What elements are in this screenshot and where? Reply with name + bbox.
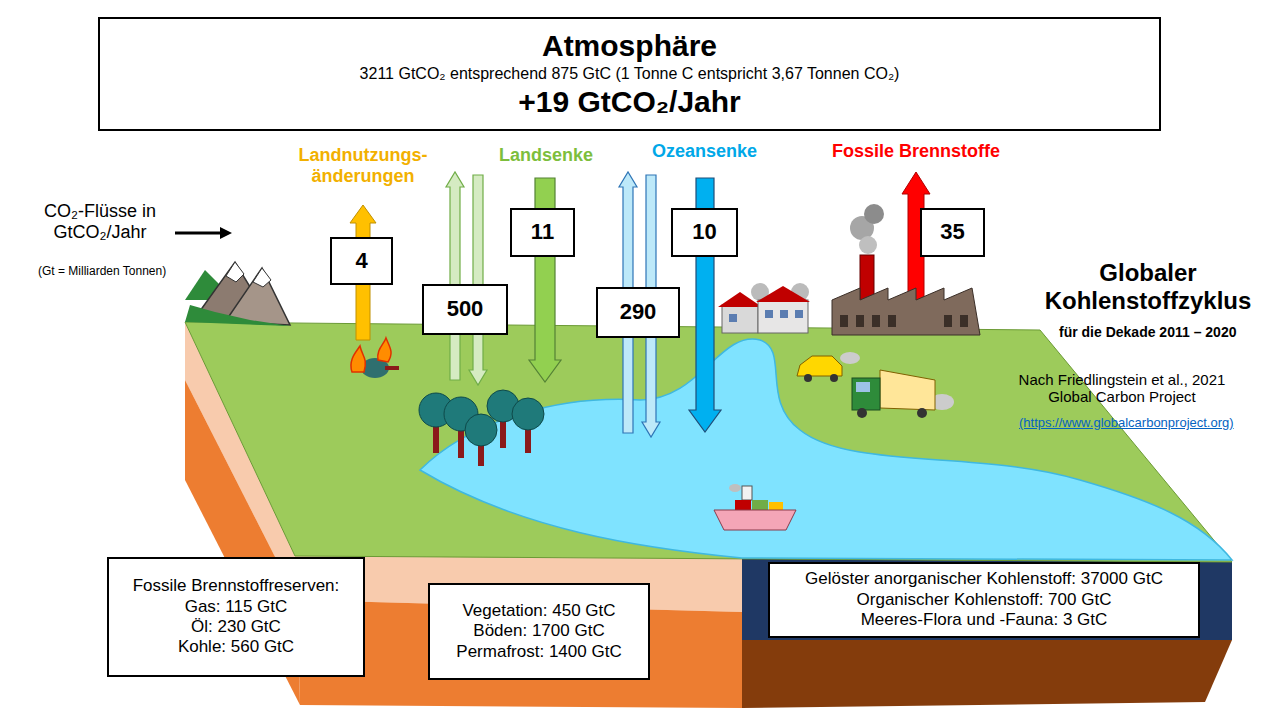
factory-part: [960, 315, 968, 327]
arrows-part: [220, 227, 232, 239]
truck-part: [856, 382, 870, 392]
flux-category: Fossile Brennstoffe: [832, 141, 1000, 162]
flux-category: Landsenke: [499, 145, 593, 166]
box-text: Fossile Brennstoffreserven:: [133, 576, 340, 596]
car-part: [797, 356, 842, 376]
ship-part: [769, 502, 783, 510]
ship-part: [714, 510, 796, 530]
box-text: Öl: 230 GtC: [191, 617, 281, 637]
reservoir-box: Vegetation: 450 GtCBöden: 1700 GtCPermaf…: [428, 583, 650, 680]
box-text: Organischer Kohlenstoff: 700 GtC: [857, 590, 1112, 610]
box-text: 4: [355, 248, 367, 274]
car-part: [840, 352, 860, 364]
ground-block-part: [742, 640, 1232, 708]
units-note: CO₂-Flüsse in GtCO₂/Jahr: [25, 201, 175, 242]
trees-part: [458, 428, 464, 458]
factory-part: [840, 315, 848, 327]
flux-value-box: 35: [920, 208, 985, 257]
truck: [852, 370, 954, 418]
factory: [832, 204, 980, 335]
fire-part: [385, 366, 399, 370]
truck-part: [852, 378, 880, 410]
houses-part: [780, 310, 788, 318]
truck-part: [880, 370, 935, 410]
ship: [714, 484, 796, 530]
ship-part: [752, 500, 768, 510]
box-text: Atmosphäre: [542, 28, 717, 64]
ship-part: [742, 486, 752, 500]
fire-part: [378, 338, 391, 362]
box-text: +19 GtCO₂/Jahr: [518, 84, 741, 120]
atmosphere-box: Atmosphäre3211 GtCO₂ entsprechend 875 Gt…: [98, 17, 1161, 131]
car: [797, 352, 860, 382]
box-text: 500: [447, 296, 484, 322]
mountains-part: [253, 268, 271, 287]
box-text: Böden: 1700 GtC: [473, 621, 604, 641]
flux-category: Ozeansenke: [652, 141, 757, 162]
houses-part: [765, 310, 773, 318]
trees-part: [512, 398, 544, 430]
trees-part: [500, 420, 506, 448]
houses-part: [756, 286, 810, 302]
houses-part: [729, 314, 737, 322]
factory-part: [859, 236, 877, 254]
period-note: für die Dekade 2011 – 2020: [1059, 324, 1236, 340]
factory-part: [944, 315, 952, 327]
mountains-part: [185, 305, 290, 326]
trees: [419, 390, 544, 466]
box-text: Meeres-Flora und -Fauna: 3 GtC: [861, 610, 1108, 630]
box-text: 3211 GtCO₂ entsprechend 875 GtC (1 Tonne…: [360, 64, 900, 83]
reservoir-box: Fossile Brennstoffreserven:Gas: 115 GtCÖ…: [107, 557, 365, 677]
truck-part: [857, 408, 867, 418]
houses-part: [718, 292, 762, 307]
car-part: [830, 374, 838, 382]
box-text: Vegetation: 450 GtC: [462, 601, 615, 621]
fire: [351, 338, 399, 378]
flux-category: Landnutzungs- änderungen: [288, 145, 438, 186]
arrows: [175, 172, 930, 437]
flux-value-box: 500: [422, 284, 508, 335]
ship-part: [729, 484, 741, 492]
box-text: 11: [531, 219, 554, 245]
houses-part: [795, 310, 803, 318]
diagram-title: Globaler Kohlenstoffzyklus: [1028, 259, 1268, 314]
houses-part: [722, 305, 758, 333]
arrows-part: [175, 232, 222, 235]
flux-value-box: 290: [596, 287, 680, 338]
mountains-part: [226, 262, 244, 282]
ground-block-part: [742, 558, 1232, 640]
fire-part: [351, 346, 365, 372]
trees-part: [433, 425, 439, 453]
flux-value-box: 4: [330, 237, 393, 285]
box-text: Gelöster anorganischer Kohlenstoff: 3700…: [805, 569, 1163, 589]
houses-part: [758, 300, 808, 333]
box-text: Permafrost: 1400 GtC: [456, 642, 621, 662]
mountains: [185, 262, 290, 326]
houses: [718, 283, 810, 333]
arrows-part: [469, 175, 487, 385]
factory-part: [856, 315, 864, 327]
box-text: 10: [692, 219, 716, 245]
units-note: (Gt = Milliarden Tonnen): [38, 265, 166, 279]
factory-part: [888, 315, 896, 327]
truck-part: [917, 408, 927, 418]
factory-part: [832, 288, 980, 335]
box-text: Gas: 115 GtC: [185, 597, 288, 617]
trees-part: [465, 414, 497, 446]
box-text: 290: [620, 299, 657, 325]
flux-value-box: 11: [510, 208, 575, 257]
reservoir-box: Gelöster anorganischer Kohlenstoff: 3700…: [768, 562, 1200, 638]
car-part: [804, 374, 812, 382]
factory-part: [864, 204, 884, 224]
box-text: 35: [940, 219, 964, 245]
source-link: (https://www.globalcarbonproject.org): [1019, 416, 1234, 431]
ship-part: [735, 500, 751, 510]
factory-part: [872, 315, 880, 327]
factory-part: [860, 255, 874, 300]
source-note: Nach Friedlingstein et al., 2021 Global …: [1002, 371, 1242, 406]
arrows-part: [446, 172, 464, 380]
box-text: Kohle: 560 GtC: [178, 637, 294, 657]
flux-value-box: 10: [671, 208, 738, 257]
